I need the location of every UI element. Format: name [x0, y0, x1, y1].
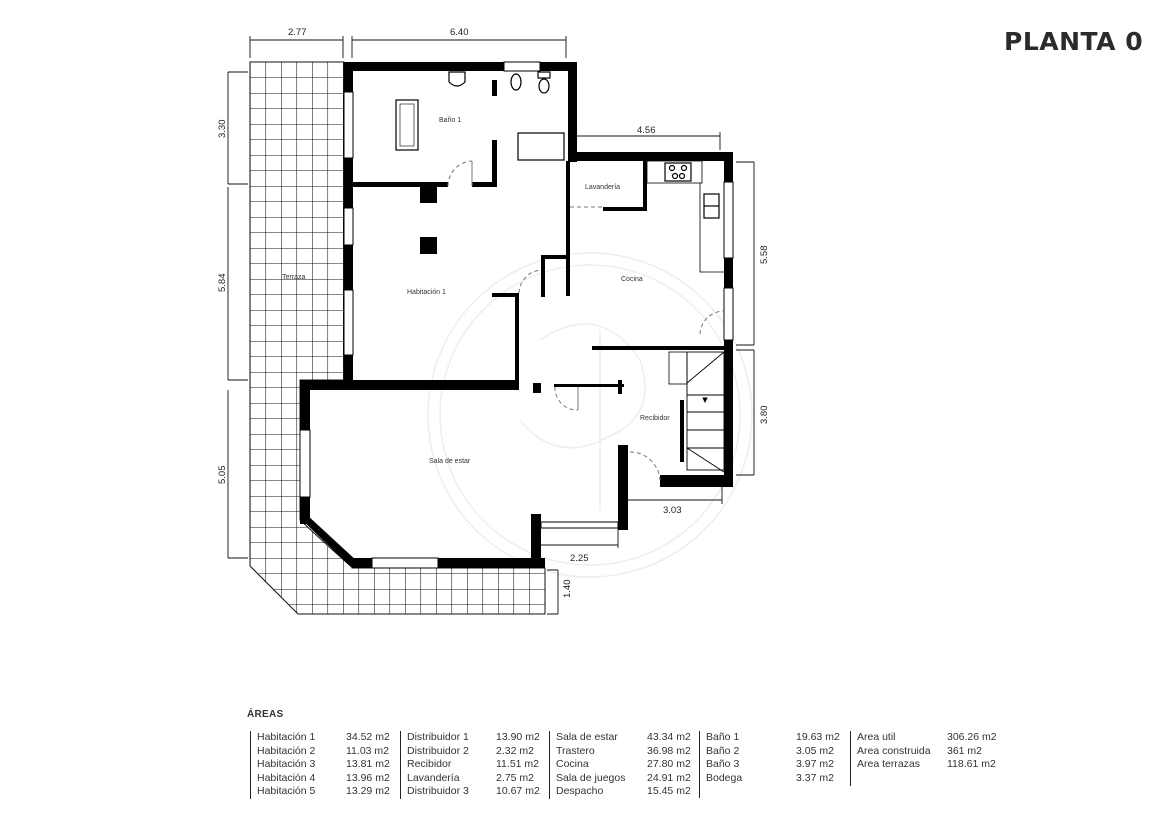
dim-entry-bottom: 2.25	[570, 553, 589, 564]
toilet-1	[510, 73, 522, 91]
walls	[300, 62, 733, 568]
dim-top-left: 2.77	[288, 27, 307, 38]
dim-terrace-depth: 1.40	[562, 580, 573, 599]
room-label-lavanderia: Lavandería	[585, 184, 620, 191]
fixtures	[395, 71, 724, 385]
dim-right-upper: 5.58	[759, 246, 770, 265]
diagonal-wall	[300, 514, 358, 568]
dim-recibidor-bottom: 3.03	[663, 505, 682, 516]
shower	[517, 132, 565, 161]
room-label-habitacion1: Habitación 1	[407, 289, 446, 296]
dim-top-mid: 6.40	[450, 27, 469, 38]
room-label-terraza: Terraza	[282, 274, 305, 281]
stove	[664, 162, 692, 182]
doors	[447, 160, 725, 481]
dim-left-lower: 5.05	[217, 466, 228, 485]
room-label-sala: Sala de estar	[429, 458, 471, 465]
dim-left-mid: 5.84	[217, 274, 228, 293]
dim-left-upper: 3.30	[217, 120, 228, 139]
watermark-logo	[427, 252, 753, 578]
page-title: PLANTA 0	[1004, 27, 1144, 56]
room-label-recibidor: Recibidor	[640, 415, 670, 422]
windows	[299, 61, 734, 569]
sink	[448, 71, 466, 87]
room-label-cocina: Cocina	[621, 276, 643, 283]
dim-right-lower: 3.80	[759, 406, 770, 425]
dimension-lines	[227, 36, 755, 615]
areas-heading: ÁREAS	[247, 709, 284, 720]
dimension-labels: 2.77 6.40 4.56 3.30 5.84 5.05 5.58 3.80 …	[217, 27, 770, 598]
toilet-2	[538, 78, 550, 94]
room-labels: Baño 1 Habitación 1 Terraza Lavandería C…	[282, 117, 670, 465]
stairs	[686, 351, 725, 473]
dim-kitchen-top: 4.56	[637, 125, 656, 136]
room-label-bano1: Baño 1	[439, 117, 461, 124]
